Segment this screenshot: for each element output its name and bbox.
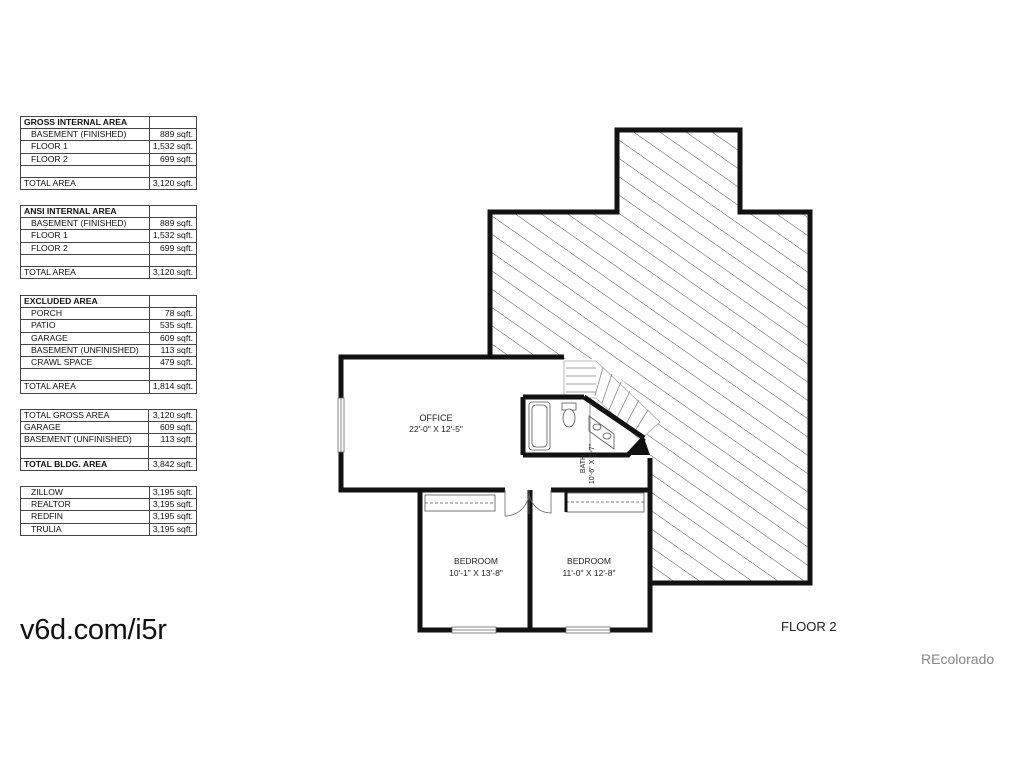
- table-row: BASEMENT (FINISHED)889 sqft.: [20, 128, 198, 142]
- bedroom-windows: [451, 626, 611, 634]
- row-label: TOTAL AREA: [20, 380, 150, 394]
- bedroom-right-dims: 11'-0" X 12'-8": [562, 568, 615, 578]
- floor-label: FLOOR 2: [781, 619, 837, 634]
- table-row: EXCLUDED AREA: [20, 294, 198, 309]
- wall-chase: [628, 438, 650, 455]
- row-value: 3,120 sqft.: [148, 265, 198, 280]
- table-row: BASEMENT (UNFINISHED)113 sqft.: [20, 343, 198, 357]
- bath-name: BATH: [580, 455, 587, 473]
- doors: [504, 489, 552, 517]
- row-value: 1,814 sqft.: [148, 380, 198, 394]
- row-value: 78 sqft.: [148, 307, 198, 321]
- staircase: [563, 360, 661, 441]
- row-value: 609 sqft.: [148, 331, 198, 345]
- office-dims: 22'-0" X 12'-5": [409, 424, 463, 434]
- row-value: 3,120 sqft.: [148, 176, 198, 191]
- office-name: OFFICE: [420, 413, 453, 423]
- row-label: TOTAL AREA: [20, 176, 150, 191]
- row-value: 3,195 sqft.: [148, 522, 198, 536]
- bedroom-left-name: BEDROOM: [454, 556, 498, 566]
- short-url[interactable]: v6d.com/i5r: [20, 614, 167, 646]
- row-label: TRULIA: [20, 522, 150, 536]
- closets: [424, 492, 645, 513]
- bedroom-right-name: BEDROOM: [567, 556, 611, 566]
- row-value: 3,842 sqft.: [148, 457, 197, 471]
- bedroom-left-dims: 10'-1" X 13'-8": [449, 568, 503, 578]
- open-to-below-area: [487, 127, 813, 586]
- watermark-logo: REcolorado: [921, 651, 995, 667]
- office-window: [337, 397, 345, 453]
- bath-dims: 10'-6" X 8'-7": [589, 443, 596, 484]
- row-label: TOTAL AREA: [20, 265, 150, 280]
- row-label: TOTAL BLDG. AREA: [20, 457, 149, 471]
- bath-fixtures: [528, 401, 615, 452]
